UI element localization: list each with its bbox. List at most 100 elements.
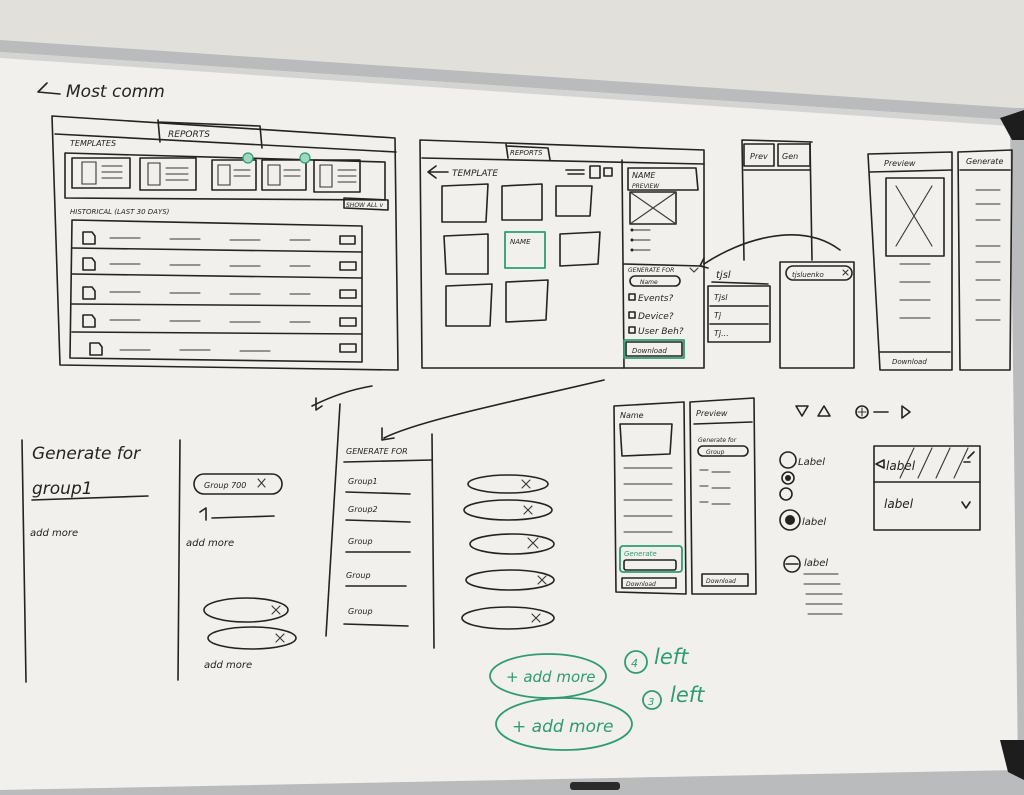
mobile-group-chip [697,445,749,457]
selected-badge-icon [242,152,254,164]
dropdown-option: Tjsl [714,293,728,302]
radio-icon [783,555,801,573]
close-icon [271,605,281,615]
template-thumb [261,159,307,191]
radio-label: label [802,517,826,528]
selected-chip [785,265,853,281]
empty-chip [203,597,289,623]
checkbox [628,293,636,301]
preview-download: Download [892,358,927,366]
board-top-shadow [0,52,1010,126]
edit-icon [565,169,585,175]
add-more-pill-1: + add more [506,668,596,686]
name-chip-label: Name [640,279,658,286]
group-chip [193,473,283,495]
tab-gen-label: Gen [782,152,798,161]
group-list-heading: GENERATE FOR [346,447,408,456]
close-icon [521,479,531,489]
history-row-icons [82,231,103,356]
empty-chip [465,569,555,591]
board-heading: Most comm [37,82,165,102]
name-chip [629,275,681,287]
caret-left-icon [875,459,885,469]
group-chip-label: Group 700 [204,481,246,490]
option-label: User Beh? [638,327,684,337]
option-label: Device? [638,312,674,322]
tab-templates-label: TEMPLATES [70,139,116,148]
note-number-1: 4 [631,657,638,670]
group-row-label: Group1 [348,477,378,486]
sketch-group-list: GENERATE FOR Group1 Group2 Group Group G… [311,379,605,649]
close-icon [842,269,849,276]
radio-label: label [804,558,828,569]
mobile-generate-for: Generate for [698,437,737,444]
close-icon [537,575,547,585]
arrow-icon [699,257,709,269]
dropdown-menu [707,285,771,343]
group-row-label: Group2 [348,505,378,514]
sketch-dashboard: TEMPLATES REPORTS SHOW ALL v HISTORICAL … [51,115,399,371]
generate-for-title: Generate for [32,444,141,464]
empty-chip [463,499,553,521]
radio-icon [779,487,793,501]
triangle-up-icon [817,405,831,417]
curved-arrow-icon [381,379,605,441]
picker-back-label: TEMPLATE [452,169,498,179]
checkbox [628,311,636,319]
tab-prev-label: Prev [750,152,768,161]
selected-chip-label: tjsluenko [792,271,824,279]
download-button-sketch [621,577,677,589]
close-icon [527,537,539,549]
download-button-sketch [625,341,683,357]
radio-label: Label [798,457,825,468]
close-icon [531,613,541,623]
add-more-pill-sketch [495,697,633,751]
empty-chip [469,533,555,555]
template-thumb [211,159,257,191]
selected-badge-icon [299,152,311,164]
chevron-down-icon [961,501,971,509]
board-corner-clip-bottom [1000,740,1024,780]
play-icon [901,405,911,419]
picker-tab-reports: REPORTS [510,149,543,157]
dropdown-field-value: tjsl [716,270,731,281]
download-button-sketch [701,573,749,587]
note-left-2: left [670,683,705,707]
board-corner-clip [1000,110,1024,140]
chevron-down-icon [689,267,699,273]
template-thumb [139,157,197,191]
tab-prev [743,143,775,167]
option-label: Events? [638,294,673,304]
view-toggle-icon [589,165,613,179]
close-icon [257,478,266,488]
note-left-1: left [654,645,689,669]
dropdown-option: Tj... [714,329,729,338]
add-more-link: add more [186,538,234,549]
preview-title: Preview [884,159,916,168]
generate-for-label: GENERATE FOR [628,267,674,274]
group-row-label: Group [348,607,373,616]
tab-reports-label: REPORTS [168,130,210,140]
board-surface [0,52,1018,790]
preview-page-placeholder [885,177,945,257]
generate-title: Generate [966,157,1003,166]
panel-title: NAME [632,171,656,180]
download-label: Download [632,347,667,355]
select-boxes [873,445,981,531]
mobile-group-chip-label: Group [706,449,725,456]
sketch-tabs: Prev Gen [741,139,813,261]
sketch-preview-generate: Preview Download Generate [867,149,1013,371]
empty-chip [461,606,555,630]
radio-icon [781,471,795,485]
marker-tray-item [570,782,620,790]
pencil-icon [963,451,975,463]
radio-icon [779,509,801,531]
number-circle-icon [642,690,662,710]
template-grid: NAME [441,183,601,327]
green-notes: + add more + add more 4 left 3 left [489,645,705,751]
plus-circle-icon [855,405,869,419]
checkbox [628,326,636,334]
panel-subtitle: PREVIEW [632,183,660,190]
selected-template-highlight [504,231,546,269]
sketch-dropdown: tjsl Tjsl Tj Tj... tjsluenko [699,234,855,369]
